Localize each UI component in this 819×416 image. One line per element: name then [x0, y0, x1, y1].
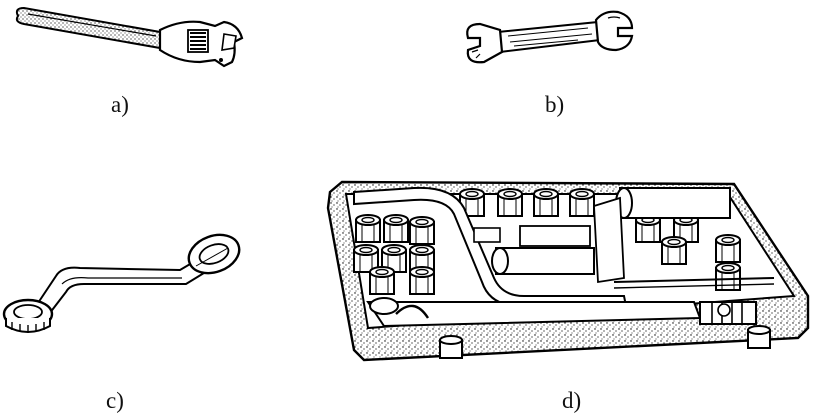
- socket-set-case-icon: [326, 180, 810, 362]
- figure-a: [10, 2, 250, 72]
- caption-d: d): [562, 388, 582, 413]
- figure-b: [458, 6, 638, 70]
- offset-ring-wrench-icon: [2, 233, 241, 333]
- figure-d: [324, 178, 814, 370]
- adjustable-wrench-icon: [15, 6, 244, 68]
- caption-a: a): [111, 92, 129, 117]
- caption-b: b): [545, 92, 565, 117]
- caption-c: c): [106, 388, 124, 413]
- figure-c: [0, 226, 250, 338]
- open-end-wrench-icon: [466, 10, 634, 64]
